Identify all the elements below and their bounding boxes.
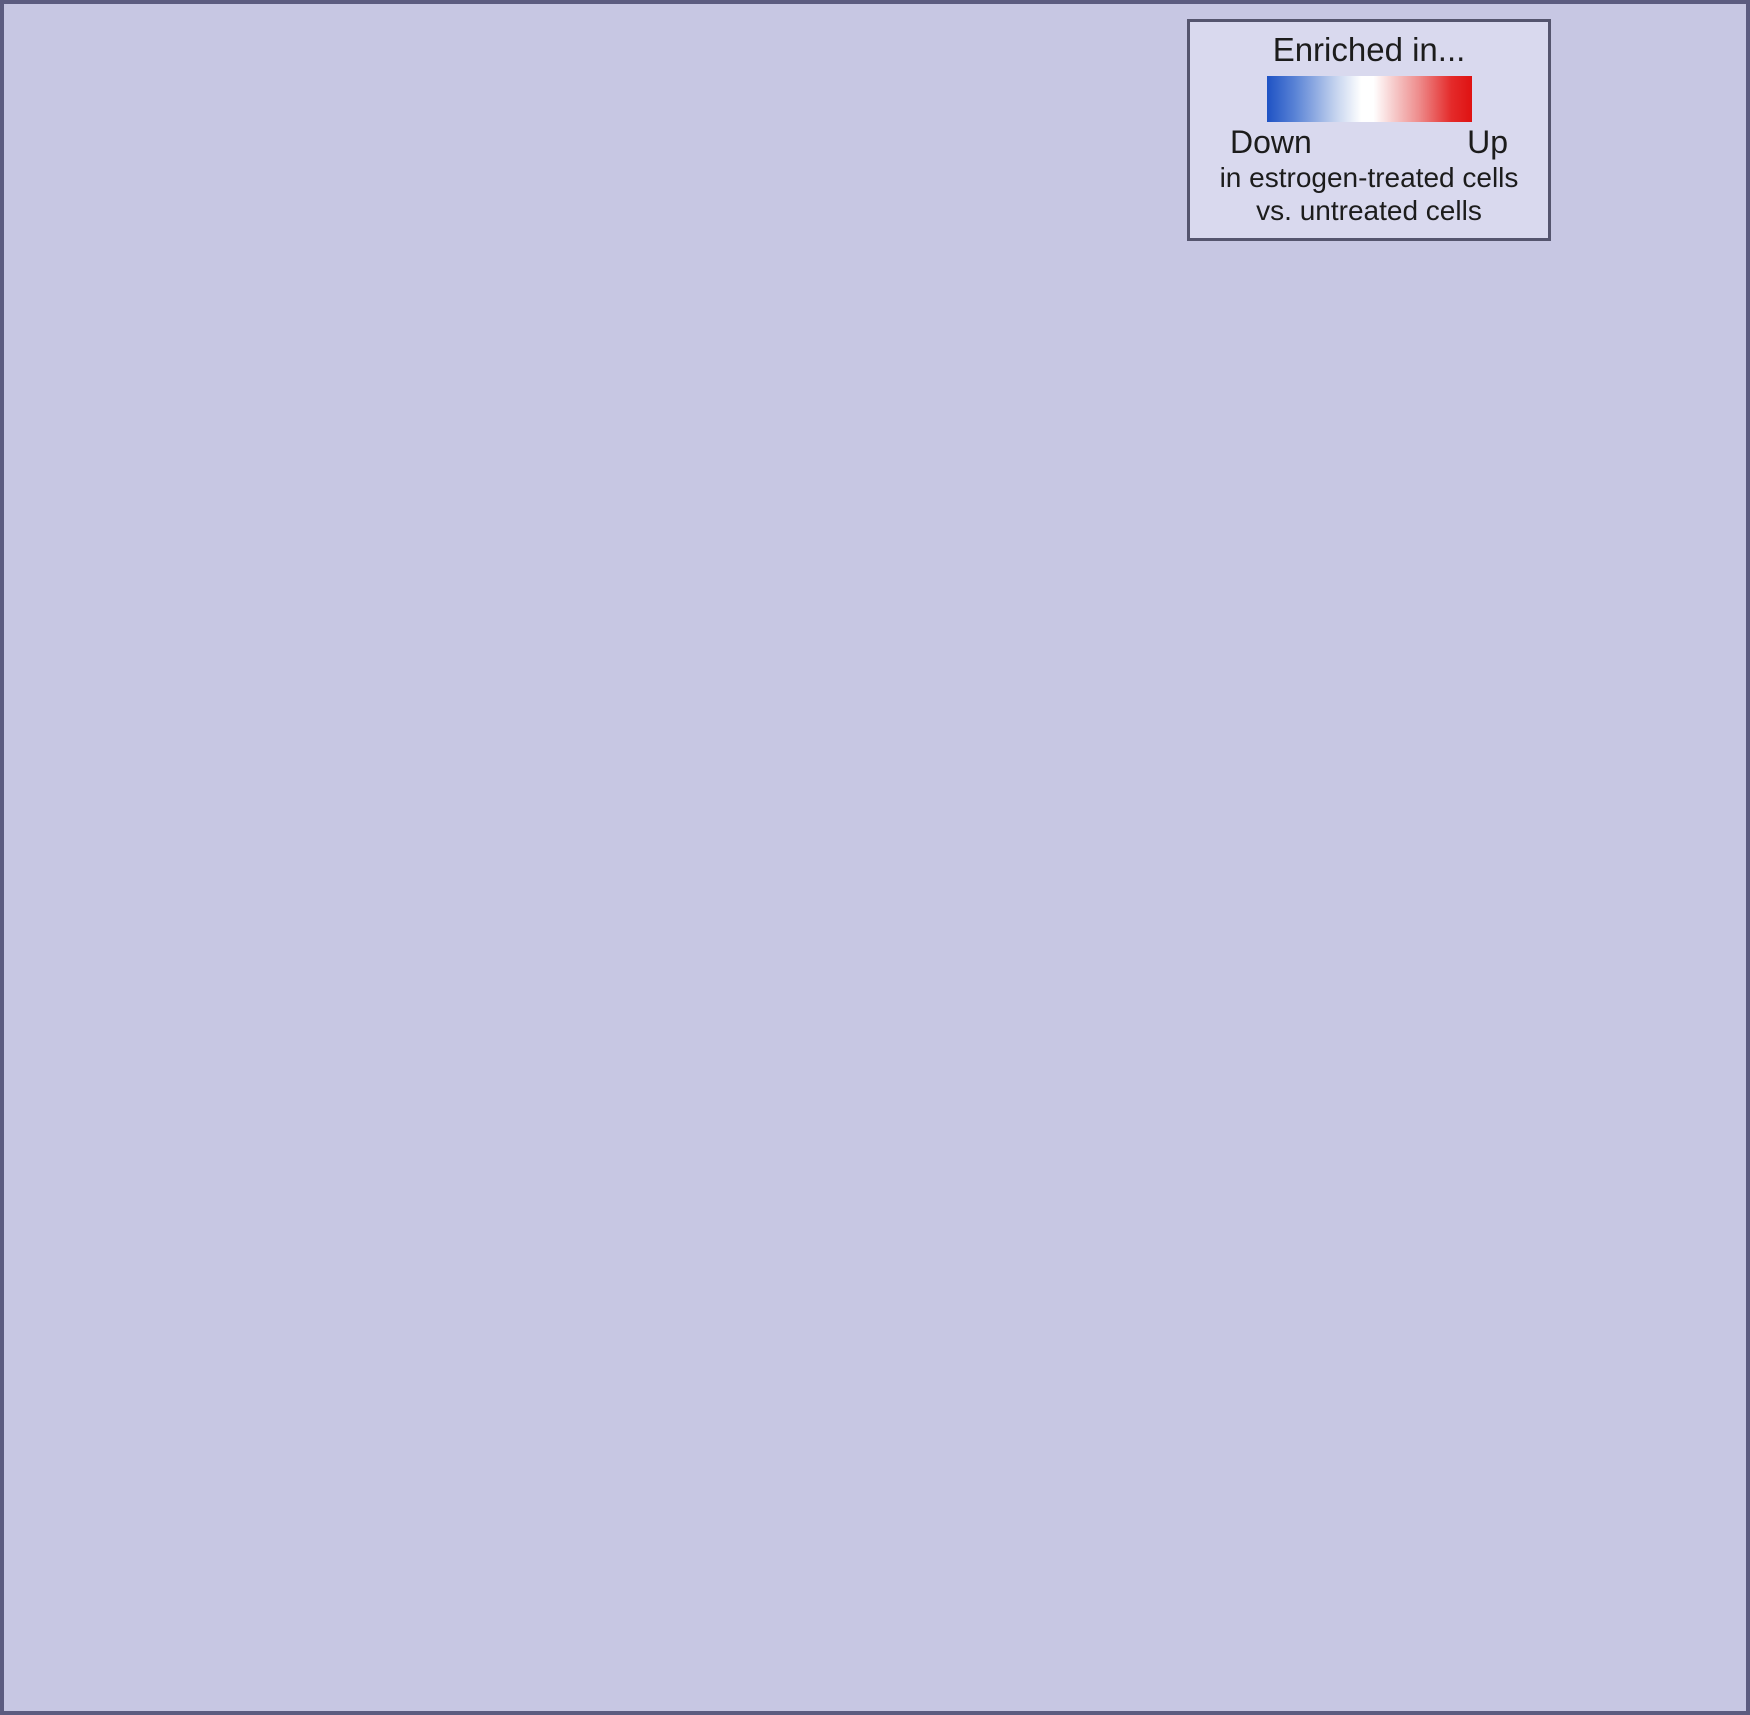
legend-up-label: Up <box>1467 124 1508 160</box>
diagram-svg <box>4 4 1746 1711</box>
legend-down-label: Down <box>1230 124 1312 160</box>
legend-gradient-bar <box>1266 76 1472 122</box>
legend-axis-labels: Down Up <box>1190 124 1548 161</box>
legend: Enriched in... Down Up in estrogen-treat… <box>1187 19 1551 241</box>
legend-subtitle-2: vs. untreated cells <box>1256 195 1482 226</box>
legend-subtitle-1: in estrogen-treated cells <box>1219 162 1519 193</box>
legend-title: Enriched in... <box>1272 31 1466 68</box>
